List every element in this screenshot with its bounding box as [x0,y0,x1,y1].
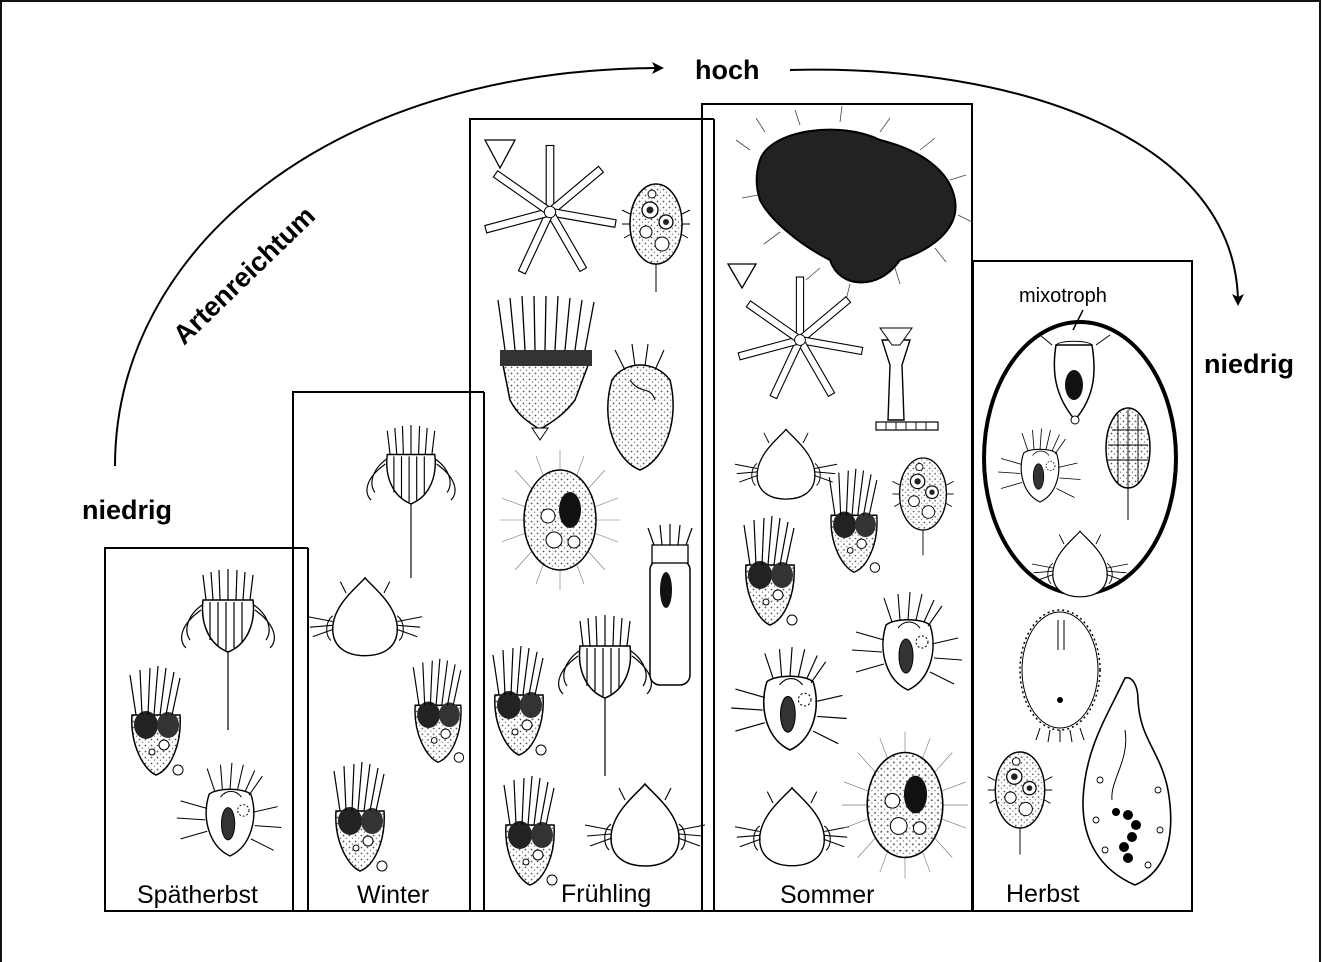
label-high: hoch [695,55,760,85]
label-low-right: niedrig [1204,349,1294,379]
cylinder-ciliate-icon [648,524,692,685]
season-label-fruehling: Frühling [561,880,651,908]
label-low-left: niedrig [82,495,172,525]
season-label-herbst: Herbst [1006,880,1080,908]
season-label-winter: Winter [357,881,429,909]
label-mixotroph: mixotroph [1019,285,1107,307]
label-species-richness: Artenreichtum [167,201,321,351]
season-label-sommer: Sommer [780,881,874,909]
season-label-spaetherbst: Spätherbst [137,881,258,909]
